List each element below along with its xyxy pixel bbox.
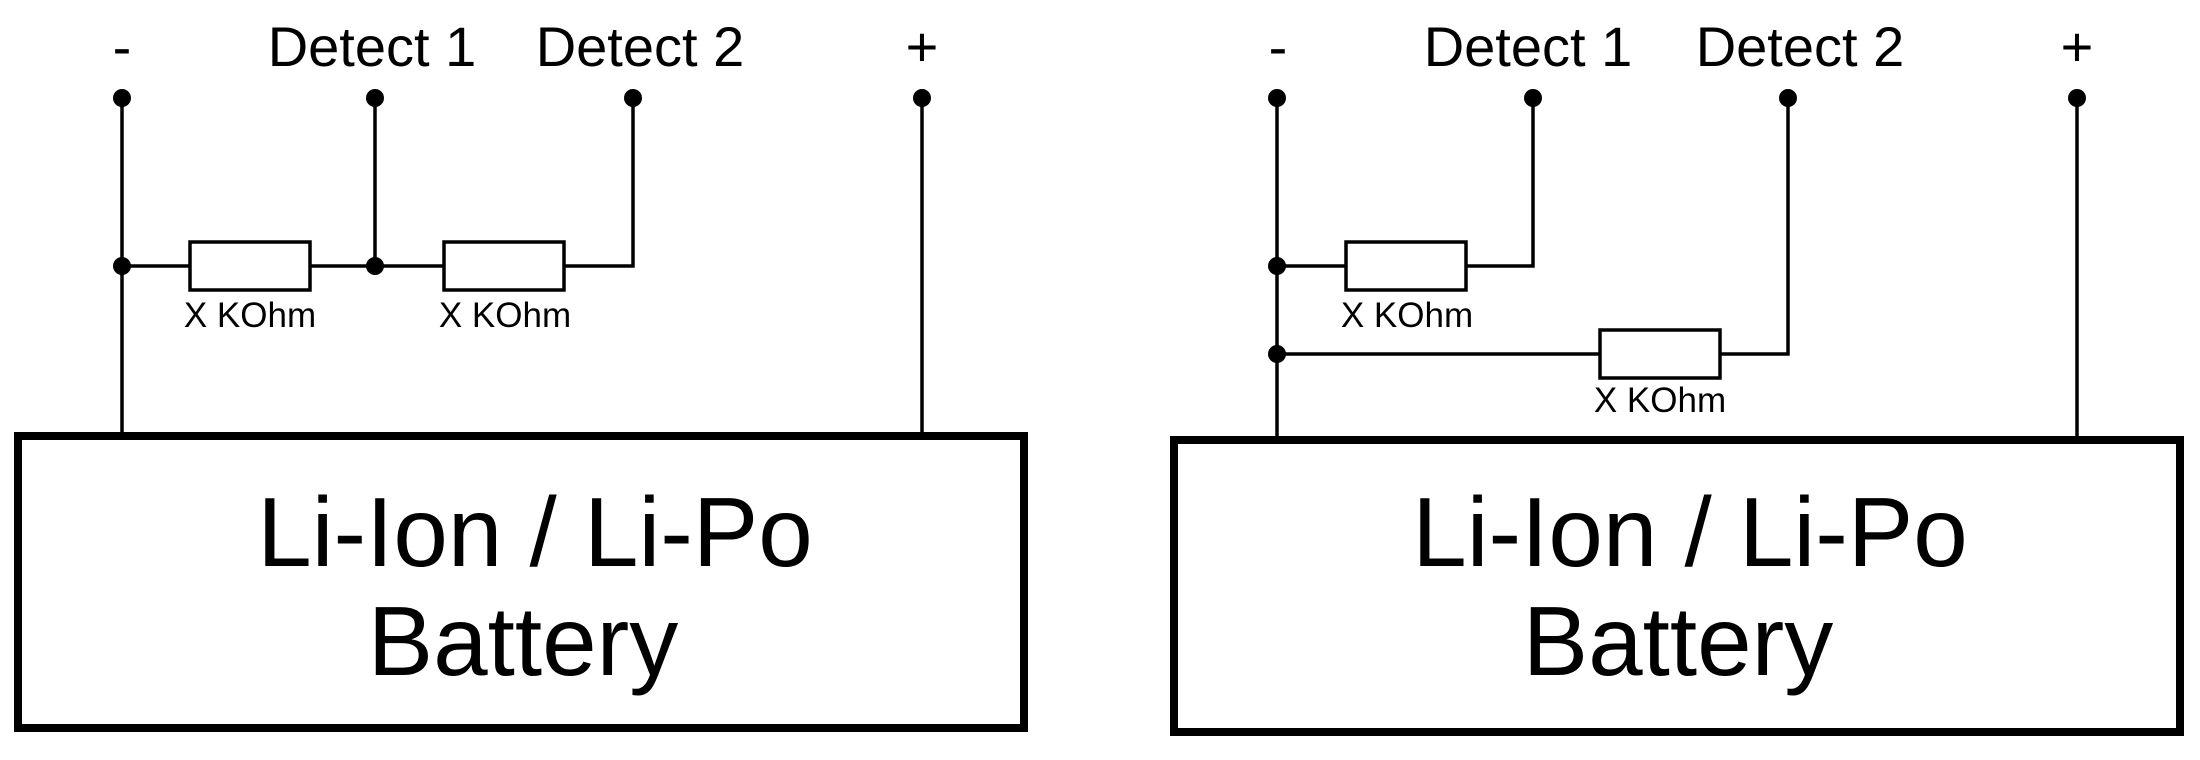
- terminal-detect1-label: Detect 1: [268, 15, 477, 78]
- battery-box: [1170, 436, 2184, 736]
- wire-detect1: [1464, 96, 1535, 268]
- terminal-minus-label: -: [1269, 15, 1288, 78]
- battery-label-line2: Battery: [368, 586, 678, 696]
- junction-dot: [113, 257, 131, 275]
- resistor-1-label: X KOhm: [1341, 296, 1473, 335]
- resistor-1: [188, 240, 312, 292]
- junction-dot: [1268, 345, 1286, 363]
- terminal-detect1-dot: [1524, 89, 1542, 107]
- terminal-minus-dot: [113, 89, 131, 107]
- junction-dot: [1268, 257, 1286, 275]
- circuit-right: - Detect 1 Detect 2 + X KOhm X KOhm Li-I…: [1170, 15, 2184, 736]
- wire-detect2: [561, 96, 635, 268]
- resistor-2-label: X KOhm: [1594, 381, 1726, 420]
- battery-label-line1: Li-Ion / Li-Po: [257, 477, 813, 587]
- battery-box: [14, 432, 1028, 732]
- circuit-left: - Detect 1 Detect 2 + X KOhm X KOhm Li-I…: [14, 15, 1028, 732]
- terminal-detect1-label: Detect 1: [1424, 15, 1633, 78]
- terminal-minus-dot: [1268, 89, 1286, 107]
- terminal-detect2-label: Detect 2: [1696, 15, 1905, 78]
- resistor-2-label: X KOhm: [439, 296, 571, 335]
- resistor-1-label: X KOhm: [184, 296, 316, 335]
- wire-detect2: [1718, 96, 1790, 356]
- terminal-detect2-dot: [1779, 89, 1797, 107]
- terminal-plus-dot: [913, 89, 931, 107]
- battery-label-line2: Battery: [1523, 586, 1833, 696]
- terminal-plus-label: +: [2061, 15, 2094, 78]
- terminal-plus-label: +: [906, 15, 939, 78]
- terminal-minus-label: -: [113, 15, 132, 78]
- terminal-plus-dot: [2068, 89, 2086, 107]
- resistor-2: [1598, 328, 1722, 380]
- terminal-detect2-label: Detect 2: [536, 15, 745, 78]
- terminal-detect1-dot: [366, 89, 384, 107]
- battery-label-line1: Li-Ion / Li-Po: [1412, 477, 1968, 587]
- resistor-2: [442, 240, 566, 292]
- terminal-detect2-dot: [624, 89, 642, 107]
- junction-dot: [366, 257, 384, 275]
- resistor-1: [1344, 240, 1468, 292]
